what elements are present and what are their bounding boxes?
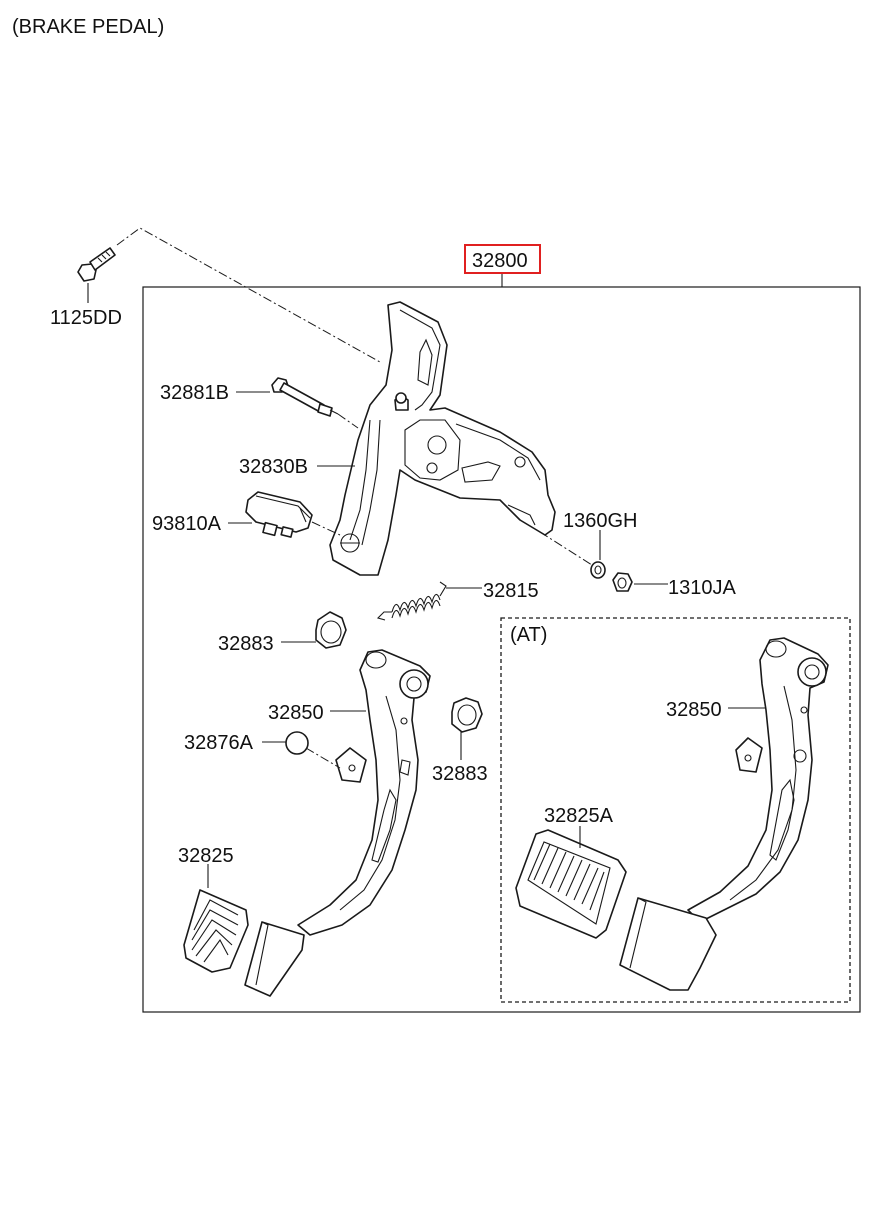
bolt-1125dd [77, 247, 116, 282]
assembly-number: 32800 [472, 250, 528, 272]
pedal-member-32830b [329, 301, 556, 576]
switch-center-line [311, 521, 341, 536]
pedal-32850 [244, 649, 431, 997]
stopper-32876a [285, 731, 309, 755]
spring-32815 [376, 581, 447, 621]
pad-32825a [515, 829, 627, 939]
switch-93810a [245, 491, 313, 538]
stopper-center-line [305, 747, 341, 769]
label-32883-right: 32883 [432, 763, 488, 785]
bolt-1125dd-center-line [116, 227, 381, 363]
at-section-label: (AT) [510, 624, 547, 646]
pin-32881b [271, 377, 339, 417]
diagram-title: (BRAKE PEDAL) [12, 16, 164, 38]
label-32825a: 32825A [544, 805, 614, 827]
label-32883-left: 32883 [218, 633, 274, 655]
label-32830b: 32830B [239, 456, 308, 478]
label-1125dd: 1125DD [50, 307, 122, 329]
label-32825: 32825 [178, 845, 234, 867]
pedal-32850-at [619, 637, 829, 991]
label-93810a: 93810A [152, 513, 222, 535]
label-32850: 32850 [268, 702, 324, 724]
nut-1360gh [590, 561, 606, 579]
label-1360gh: 1360GH [563, 510, 638, 532]
at-section-frame [500, 617, 851, 1003]
bushing-32883-right [451, 697, 483, 733]
nut-1310ja [612, 572, 633, 592]
pad-32825 [183, 889, 249, 973]
label-32815: 32815 [483, 580, 539, 602]
label-1310ja: 1310JA [668, 577, 736, 599]
label-32881b: 32881B [160, 382, 229, 404]
bushing-32883-left [315, 611, 347, 649]
assembly-number-highlight [464, 244, 541, 274]
label-32876a: 32876A [184, 732, 254, 754]
pin-32881b-center-line [337, 413, 359, 429]
label-32850-at: 32850 [666, 699, 722, 721]
nut-center-line [539, 531, 593, 566]
